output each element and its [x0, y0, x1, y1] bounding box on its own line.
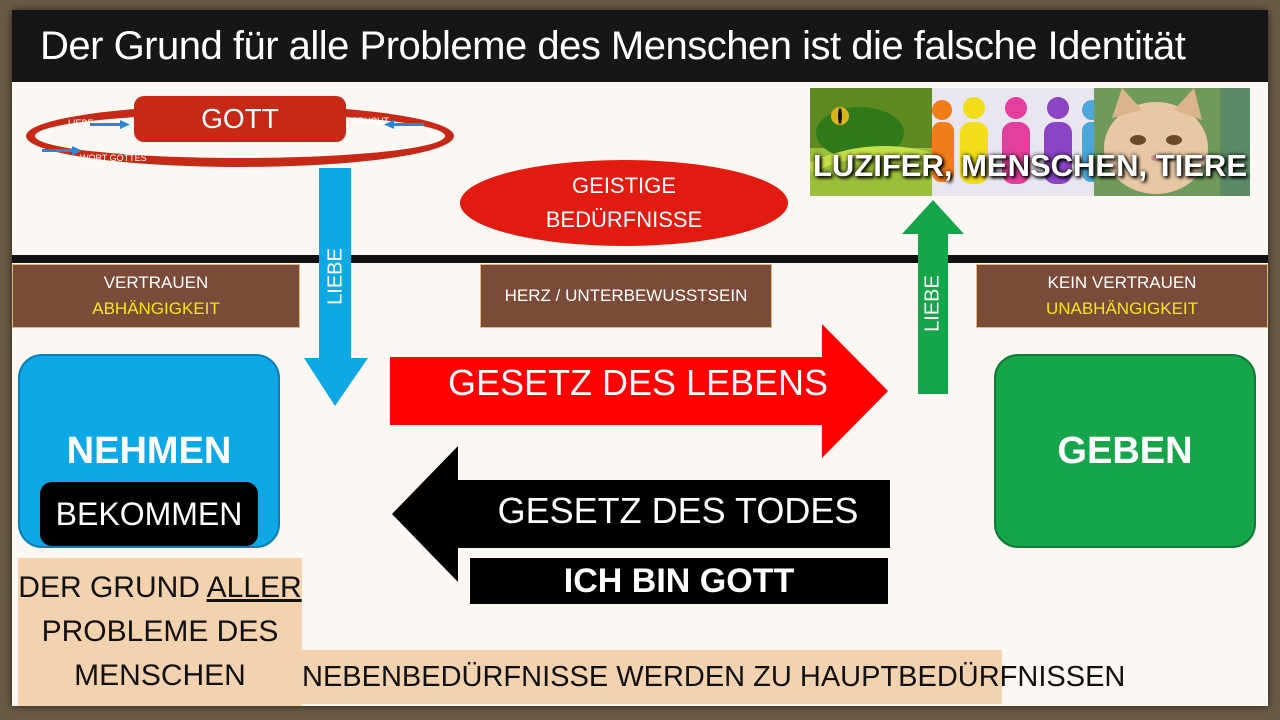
slide: Der Grund für alle Probleme des Menschen… [12, 10, 1268, 706]
spiritual-needs-line1: GEISTIGE [572, 173, 676, 198]
right-state-line2: UNABHÄNGIGKEIT [1045, 299, 1199, 318]
person-icon [932, 100, 954, 182]
love-down-label: LIEBE [324, 248, 347, 305]
give-box [994, 354, 1256, 548]
reason-line1a: DER GRUND [18, 571, 207, 604]
law-of-death-label: GESETZ DES TODES [497, 490, 859, 531]
left-state-box: VERTRAUEN ABHÄNGIGKEIT [12, 264, 300, 328]
receive-box: BEKOMMEN [40, 482, 258, 546]
divider-line [12, 255, 1268, 263]
ring-label-love: LIEBE [68, 118, 94, 128]
secondary-needs-box: NEBENBEDÜRFNISSE WERDEN ZU HAUPTBEDÜRFNI… [302, 650, 1125, 704]
ring-label-fruit: FRUCHT [352, 116, 389, 126]
people-icons-image [932, 88, 1094, 196]
law-of-life-label: GESETZ DES LEBENS [447, 362, 829, 403]
give-label: GEBEN [1057, 430, 1193, 472]
center-state-box: HERZ / UNTERBEWUSSTSEIN [480, 264, 772, 328]
love-up-label: LIEBE [921, 275, 944, 332]
god-box: GOTT [134, 96, 346, 142]
person-icon [960, 97, 988, 184]
beings-image [810, 88, 1250, 196]
reason-line3: MENSCHEN [74, 659, 246, 692]
love-up-arrow [902, 200, 964, 394]
spiritual-needs-ellipse: GEISTIGE BEDÜRFNISSE [460, 160, 788, 246]
kitten-image [1094, 88, 1250, 196]
take-label: NEHMEN [66, 430, 232, 472]
snake-image [810, 88, 932, 196]
page-title: Der Grund für alle Probleme des Menschen… [12, 10, 1268, 82]
reason-line2: PROBLEME DES [41, 615, 279, 648]
person-icon [1002, 97, 1030, 184]
right-state-line1: KEIN VERTRAUEN [1047, 273, 1197, 292]
left-state-line2: ABHÄNGIGKEIT [92, 299, 220, 318]
law-of-death-arrow [392, 446, 890, 582]
love-down-arrow [304, 168, 368, 406]
ring-label-word-of-god: WORT GOTTES [80, 153, 147, 163]
arrow-left-icon [384, 120, 424, 129]
reason-line1b: ALLER [206, 571, 302, 604]
i-am-god-box: ICH BIN GOTT [470, 558, 888, 604]
spiritual-needs-line2: BEDÜRFNISSE [545, 207, 703, 232]
law-of-life-arrow [390, 324, 888, 458]
reason-box: DER GRUND ALLER PROBLEME DES MENSCHEN [18, 558, 302, 706]
reason-line1: DER GRUND ALLER [18, 566, 302, 610]
right-state-box: KEIN VERTRAUEN UNABHÄNGIGKEIT [976, 264, 1268, 328]
left-state-line1: VERTRAUEN [103, 273, 209, 292]
arrow-right-icon [90, 120, 130, 129]
beings-caption: LUZIFER, MENSCHEN, TIERE [812, 148, 1247, 183]
person-icon [1044, 97, 1072, 184]
arrow-right-icon [42, 146, 82, 155]
person-icon [1082, 100, 1094, 182]
center-state-label: HERZ / UNTERBEWUSSTSEIN [504, 286, 748, 305]
